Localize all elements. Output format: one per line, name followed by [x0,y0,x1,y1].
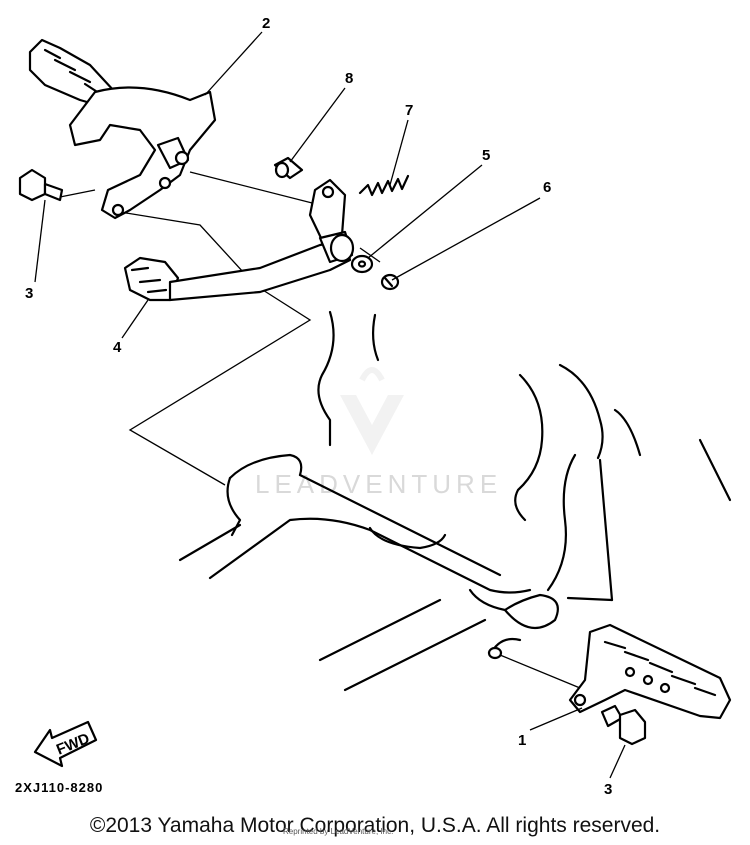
collar-part [273,156,304,180]
callout-7: 7 [405,102,413,119]
reprint-notice: Reprinted by LeadVenture, Inc. [283,827,394,836]
spring-part [358,174,410,197]
callout-6: 6 [543,179,551,196]
copyright-notice: ©2013 Yamaha Motor Corporation, U.S.A. A… [89,814,661,837]
callout-1: 1 [518,732,526,749]
callout-3-lower: 3 [604,781,612,798]
footrest-part [568,623,732,720]
frame-outline [178,310,732,692]
leader-lines [34,31,626,779]
callout-5: 5 [482,147,490,164]
brake-pedal-part [123,178,355,302]
diagram-code: 2XJ110-8280 [15,780,103,795]
footrest-bracket-part [28,38,217,220]
watermark-text: LEADVENTURE [255,469,502,499]
assembly-guide-lines [54,171,581,689]
bolt-part-lower [600,704,647,746]
callout-2: 2 [262,15,270,32]
circlip-part [380,273,400,291]
washer-part [350,254,374,274]
parts-diagram: LEADVENTURE [15,15,732,798]
callout-3-upper: 3 [25,285,33,302]
fwd-arrow-icon [33,720,98,768]
watermark-logo [340,367,404,455]
callout-4: 4 [113,339,122,356]
callout-8: 8 [345,70,353,87]
bolt-part-upper [18,168,64,202]
